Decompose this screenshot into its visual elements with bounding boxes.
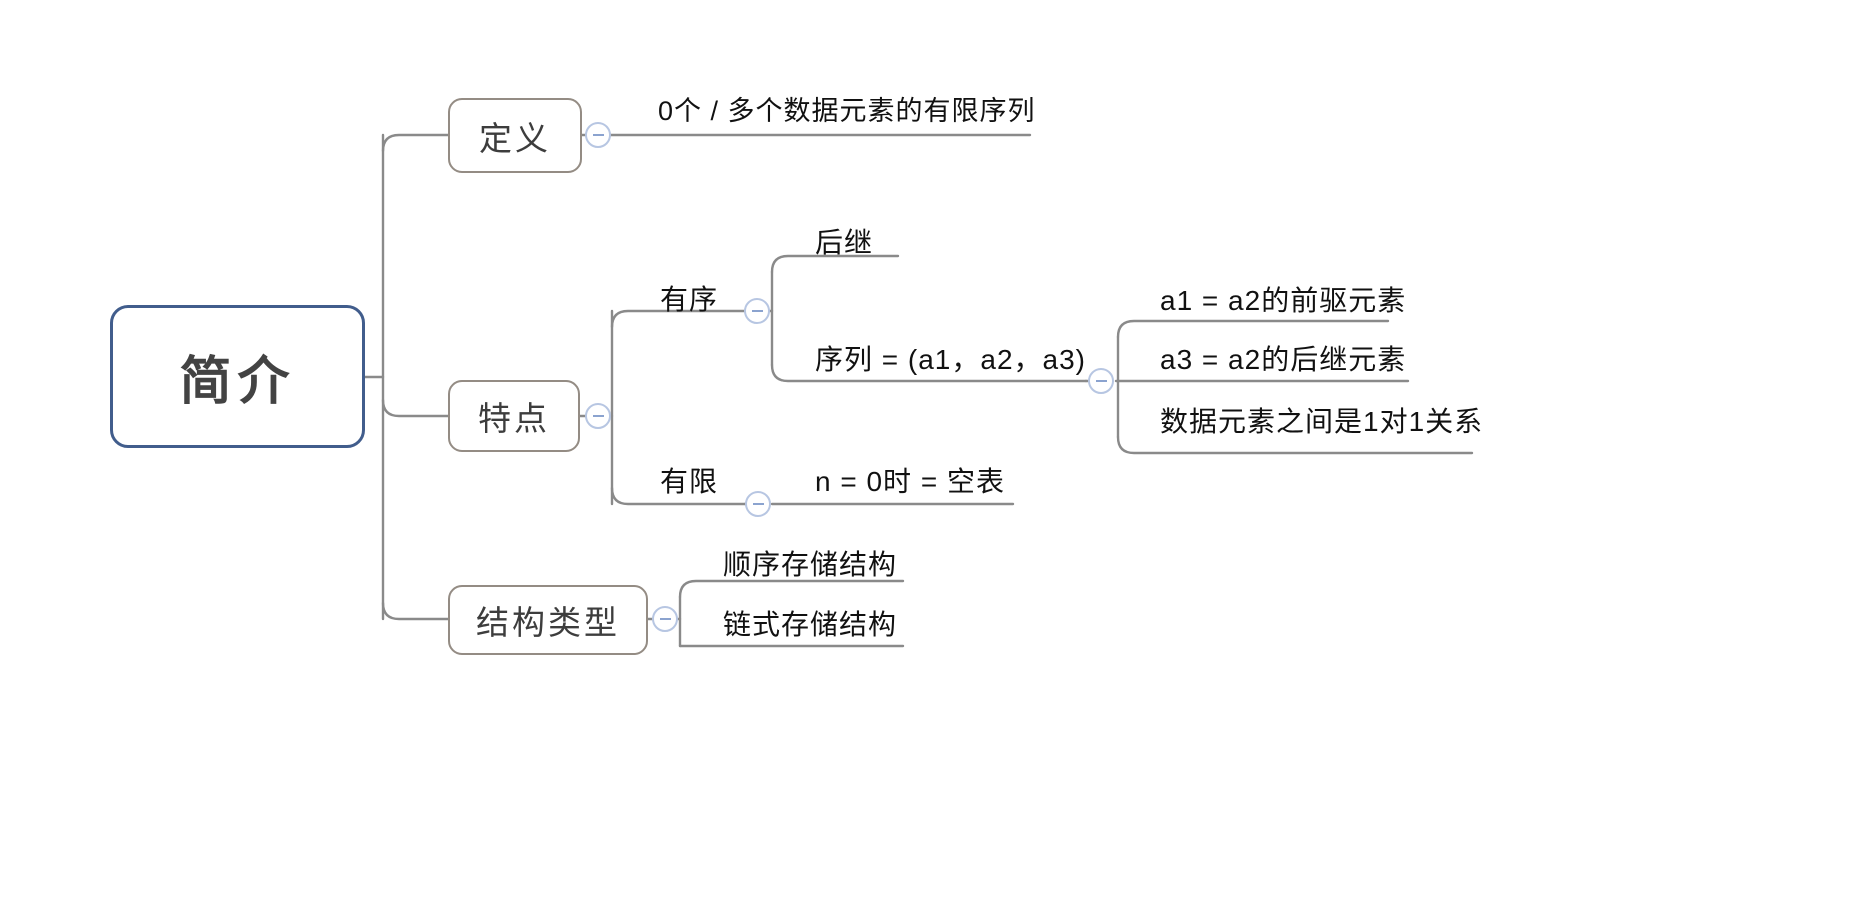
leaf-successor[interactable]: 后继 — [815, 227, 874, 258]
wire-structure-to-sequential — [678, 579, 905, 599]
leaf-sequential-storage[interactable]: 顺序存储结构 — [723, 549, 898, 580]
branch-node-definition[interactable]: 定义 — [448, 98, 582, 173]
node-finite[interactable]: 有限 — [660, 466, 719, 497]
branch-node-structure-types[interactable]: 结构类型 — [448, 585, 648, 655]
wire-sequence-to-pred — [1116, 319, 1390, 339]
wire-root-to-features — [381, 398, 450, 418]
minus-icon — [751, 310, 763, 312]
collapse-toggle-finite[interactable] — [745, 491, 771, 517]
leaf-empty-list[interactable]: n = 0时 = 空表 — [815, 466, 1005, 497]
wire-root-to-structure — [381, 601, 450, 621]
collapse-toggle-structure-types[interactable] — [652, 606, 678, 632]
node-ordered[interactable]: 有序 — [660, 284, 719, 315]
minus-icon — [592, 415, 604, 417]
minus-icon — [752, 503, 764, 505]
node-sequence[interactable]: 序列 = (a1，a2，a3) — [815, 344, 1086, 375]
wire-root-to-definition — [381, 133, 450, 153]
collapse-toggle-ordered[interactable] — [744, 298, 770, 324]
leaf-definition-content[interactable]: 0个 / 多个数据元素的有限序列 — [658, 95, 1036, 126]
collapse-toggle-definition[interactable] — [585, 122, 611, 148]
collapse-toggle-features[interactable] — [585, 403, 611, 429]
minus-icon — [1095, 380, 1107, 382]
collapse-toggle-sequence[interactable] — [1088, 368, 1114, 394]
leaf-linked-storage[interactable]: 链式存储结构 — [723, 609, 898, 640]
minus-icon — [659, 618, 671, 620]
leaf-predecessor-element[interactable]: a1 = a2的前驱元素 — [1160, 285, 1407, 316]
root-node-intro[interactable]: 简介 — [110, 305, 365, 448]
minus-icon — [592, 134, 604, 136]
leaf-successor-element[interactable]: a3 = a2的后继元素 — [1160, 344, 1407, 375]
leaf-one-to-one-relation[interactable]: 数据元素之间是1对1关系 — [1160, 406, 1484, 437]
branch-node-features[interactable]: 特点 — [448, 380, 580, 452]
